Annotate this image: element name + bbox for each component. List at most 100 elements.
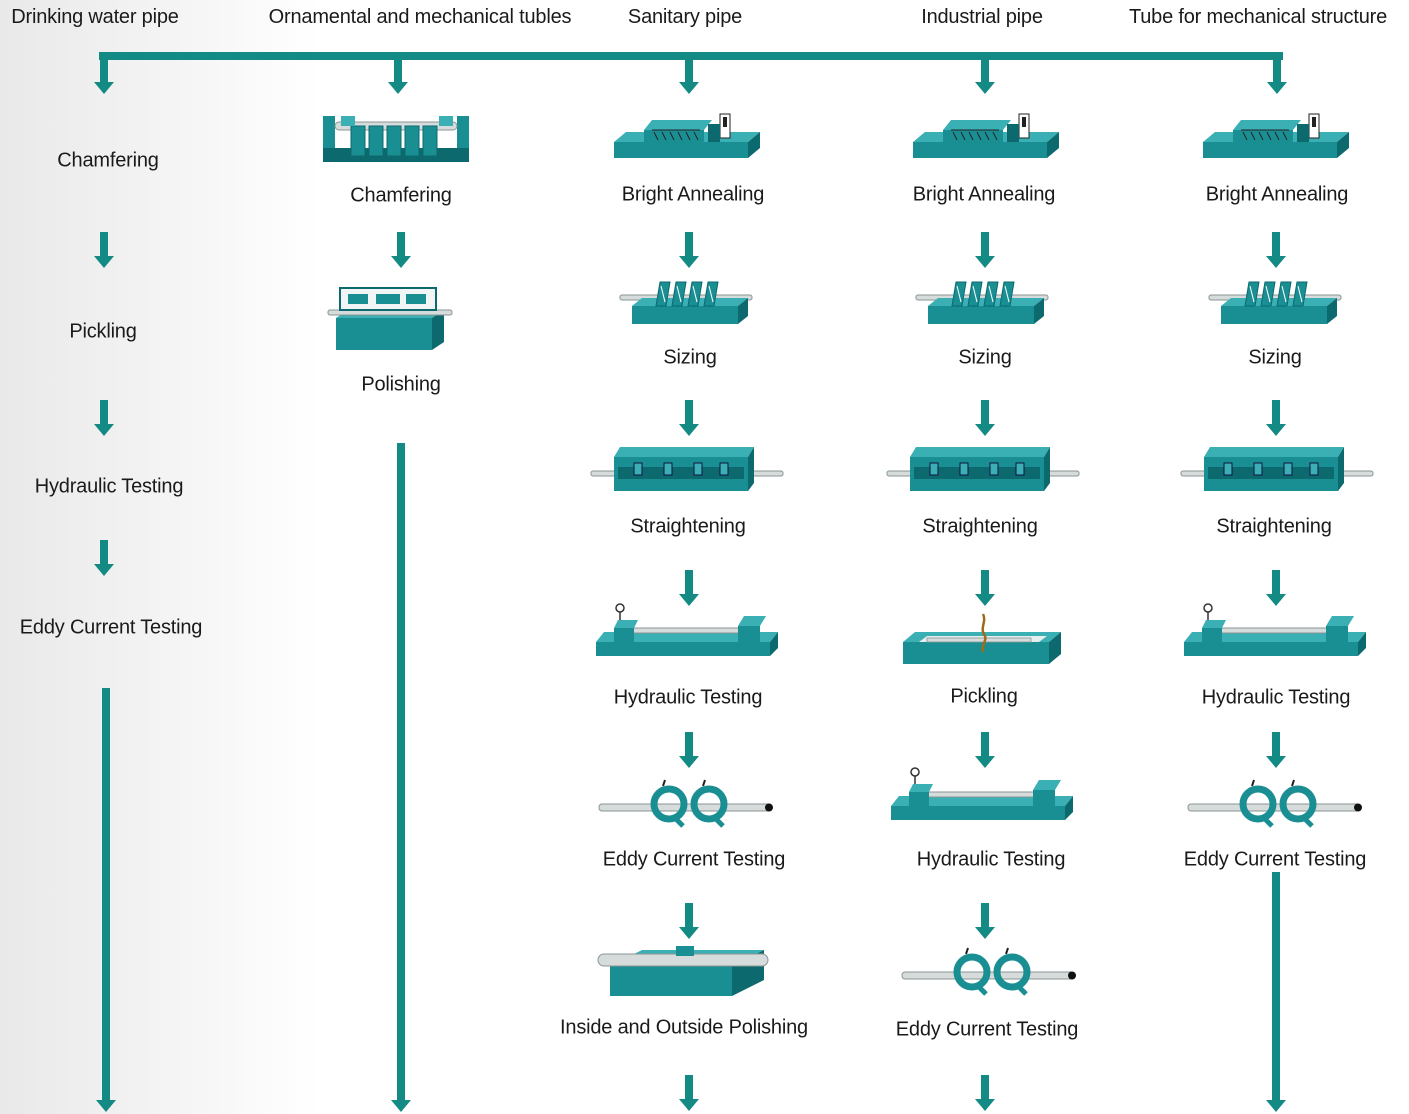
flow-arrow (981, 56, 989, 84)
straightening-machine-icon (886, 443, 1080, 495)
flow-arrow (981, 732, 989, 758)
column-title-drinking-water: Drinking water pipe (11, 6, 179, 28)
step-label: Hydraulic Testing (34, 475, 184, 498)
flow-arrow-head (679, 594, 699, 606)
step-label: Eddy Current Testing (1183, 848, 1367, 871)
step-label: Hydraulic Testing (916, 848, 1066, 871)
flow-arrow (685, 570, 693, 596)
flow-arrow (100, 232, 108, 258)
straightening-machine-icon (590, 443, 784, 495)
flow-arrow-head (94, 424, 114, 436)
annealing-furnace-icon (608, 108, 764, 164)
flow-arrow (685, 56, 693, 84)
pickling-tank-icon (901, 612, 1063, 666)
flow-arrow-head (679, 756, 699, 768)
flow-arrow-head (1266, 594, 1286, 606)
eddy-current-coil-icon (900, 947, 1080, 998)
chamfering-machine-icon (321, 108, 471, 168)
flow-arrow-head (975, 927, 995, 939)
flow-arrow-head (679, 256, 699, 268)
flow-arrow-head (679, 424, 699, 436)
flow-arrow (685, 232, 693, 258)
tube-polisher-icon (596, 944, 772, 1000)
step-label: Bright Annealing (1205, 183, 1349, 206)
step-label: Polishing (361, 373, 441, 396)
flow-arrow-head (94, 256, 114, 268)
column-title-sanitary: Sanitary pipe (627, 6, 743, 28)
hydraulic-test-bench-icon (1182, 602, 1368, 660)
flow-arrow (685, 1075, 693, 1101)
flow-arrow-head (1266, 424, 1286, 436)
straightening-machine-icon (1180, 443, 1374, 495)
step-label: Hydraulic Testing (613, 686, 763, 709)
flow-arrow-head (1266, 256, 1286, 268)
flow-arrow (685, 903, 693, 929)
flow-arrow (981, 903, 989, 929)
flow-arrow (397, 232, 405, 258)
flow-arrow (1272, 400, 1280, 426)
flow-arrow (1272, 232, 1280, 258)
flow-arrow-head (391, 1100, 411, 1112)
flow-arrow-head (975, 256, 995, 268)
flow-arrow-head (388, 82, 408, 94)
step-label: Sizing (663, 346, 717, 369)
flow-arrow-head (1266, 1100, 1286, 1112)
step-label: Bright Annealing (621, 183, 765, 206)
step-label: Bright Annealing (912, 183, 1056, 206)
annealing-furnace-icon (1197, 108, 1353, 164)
flow-arrow-head (975, 594, 995, 606)
step-label: Straightening (630, 515, 746, 538)
eddy-current-coil-icon (597, 779, 777, 830)
sizing-machine-icon (1207, 276, 1345, 328)
flow-arrow-head (94, 564, 114, 576)
step-label: Straightening (1216, 515, 1332, 538)
flow-arrow (981, 232, 989, 258)
step-label: Straightening (922, 515, 1038, 538)
flow-arrow-head (391, 256, 411, 268)
flow-arrow (100, 400, 108, 426)
flow-arrow-head (679, 927, 699, 939)
flow-arrow (981, 1075, 989, 1101)
flow-arrow-head (975, 424, 995, 436)
step-label: Sizing (958, 346, 1012, 369)
annealing-furnace-icon (907, 108, 1063, 164)
step-label: Chamfering (350, 184, 452, 207)
flow-arrow (981, 570, 989, 596)
flow-arrow (685, 400, 693, 426)
hydraulic-test-bench-icon (889, 766, 1075, 824)
flow-arrow-head (96, 1100, 116, 1112)
flow-arrow (100, 540, 108, 566)
flow-arrow (397, 443, 405, 1102)
column-title-mechanical-structure: Tube for mechanical structure (1128, 6, 1388, 28)
polishing-machine-icon (326, 282, 456, 354)
sizing-machine-icon (618, 276, 756, 328)
flow-arrow-head (975, 1099, 995, 1111)
step-label: Chamfering (57, 149, 159, 172)
eddy-current-coil-icon (1186, 779, 1366, 830)
hydraulic-test-bench-icon (594, 602, 780, 660)
flow-arrow (1272, 872, 1280, 1102)
step-label: Sizing (1248, 346, 1302, 369)
flow-arrow (1272, 732, 1280, 758)
column-title-ornamental: Ornamental and mechanical tubles (268, 6, 572, 28)
flow-arrow-head (975, 756, 995, 768)
step-label: Inside and Outside Polishing (560, 1016, 808, 1039)
step-label: Eddy Current Testing (895, 1018, 1079, 1041)
flow-arrow (685, 732, 693, 758)
step-label: Hydraulic Testing (1201, 686, 1351, 709)
flow-arrow-head (975, 82, 995, 94)
flow-arrow (100, 56, 108, 84)
flow-arrow (981, 400, 989, 426)
flow-arrow (394, 56, 402, 84)
step-label: Pickling (69, 320, 137, 343)
column-title-industrial: Industrial pipe (921, 6, 1043, 28)
flow-arrow (102, 688, 110, 1102)
flow-arrow-head (679, 82, 699, 94)
sizing-machine-icon (914, 276, 1052, 328)
flow-arrow-head (1266, 756, 1286, 768)
flow-arrow-head (1267, 82, 1287, 94)
step-label: Eddy Current Testing (19, 616, 203, 639)
flow-arrow (1273, 56, 1281, 84)
